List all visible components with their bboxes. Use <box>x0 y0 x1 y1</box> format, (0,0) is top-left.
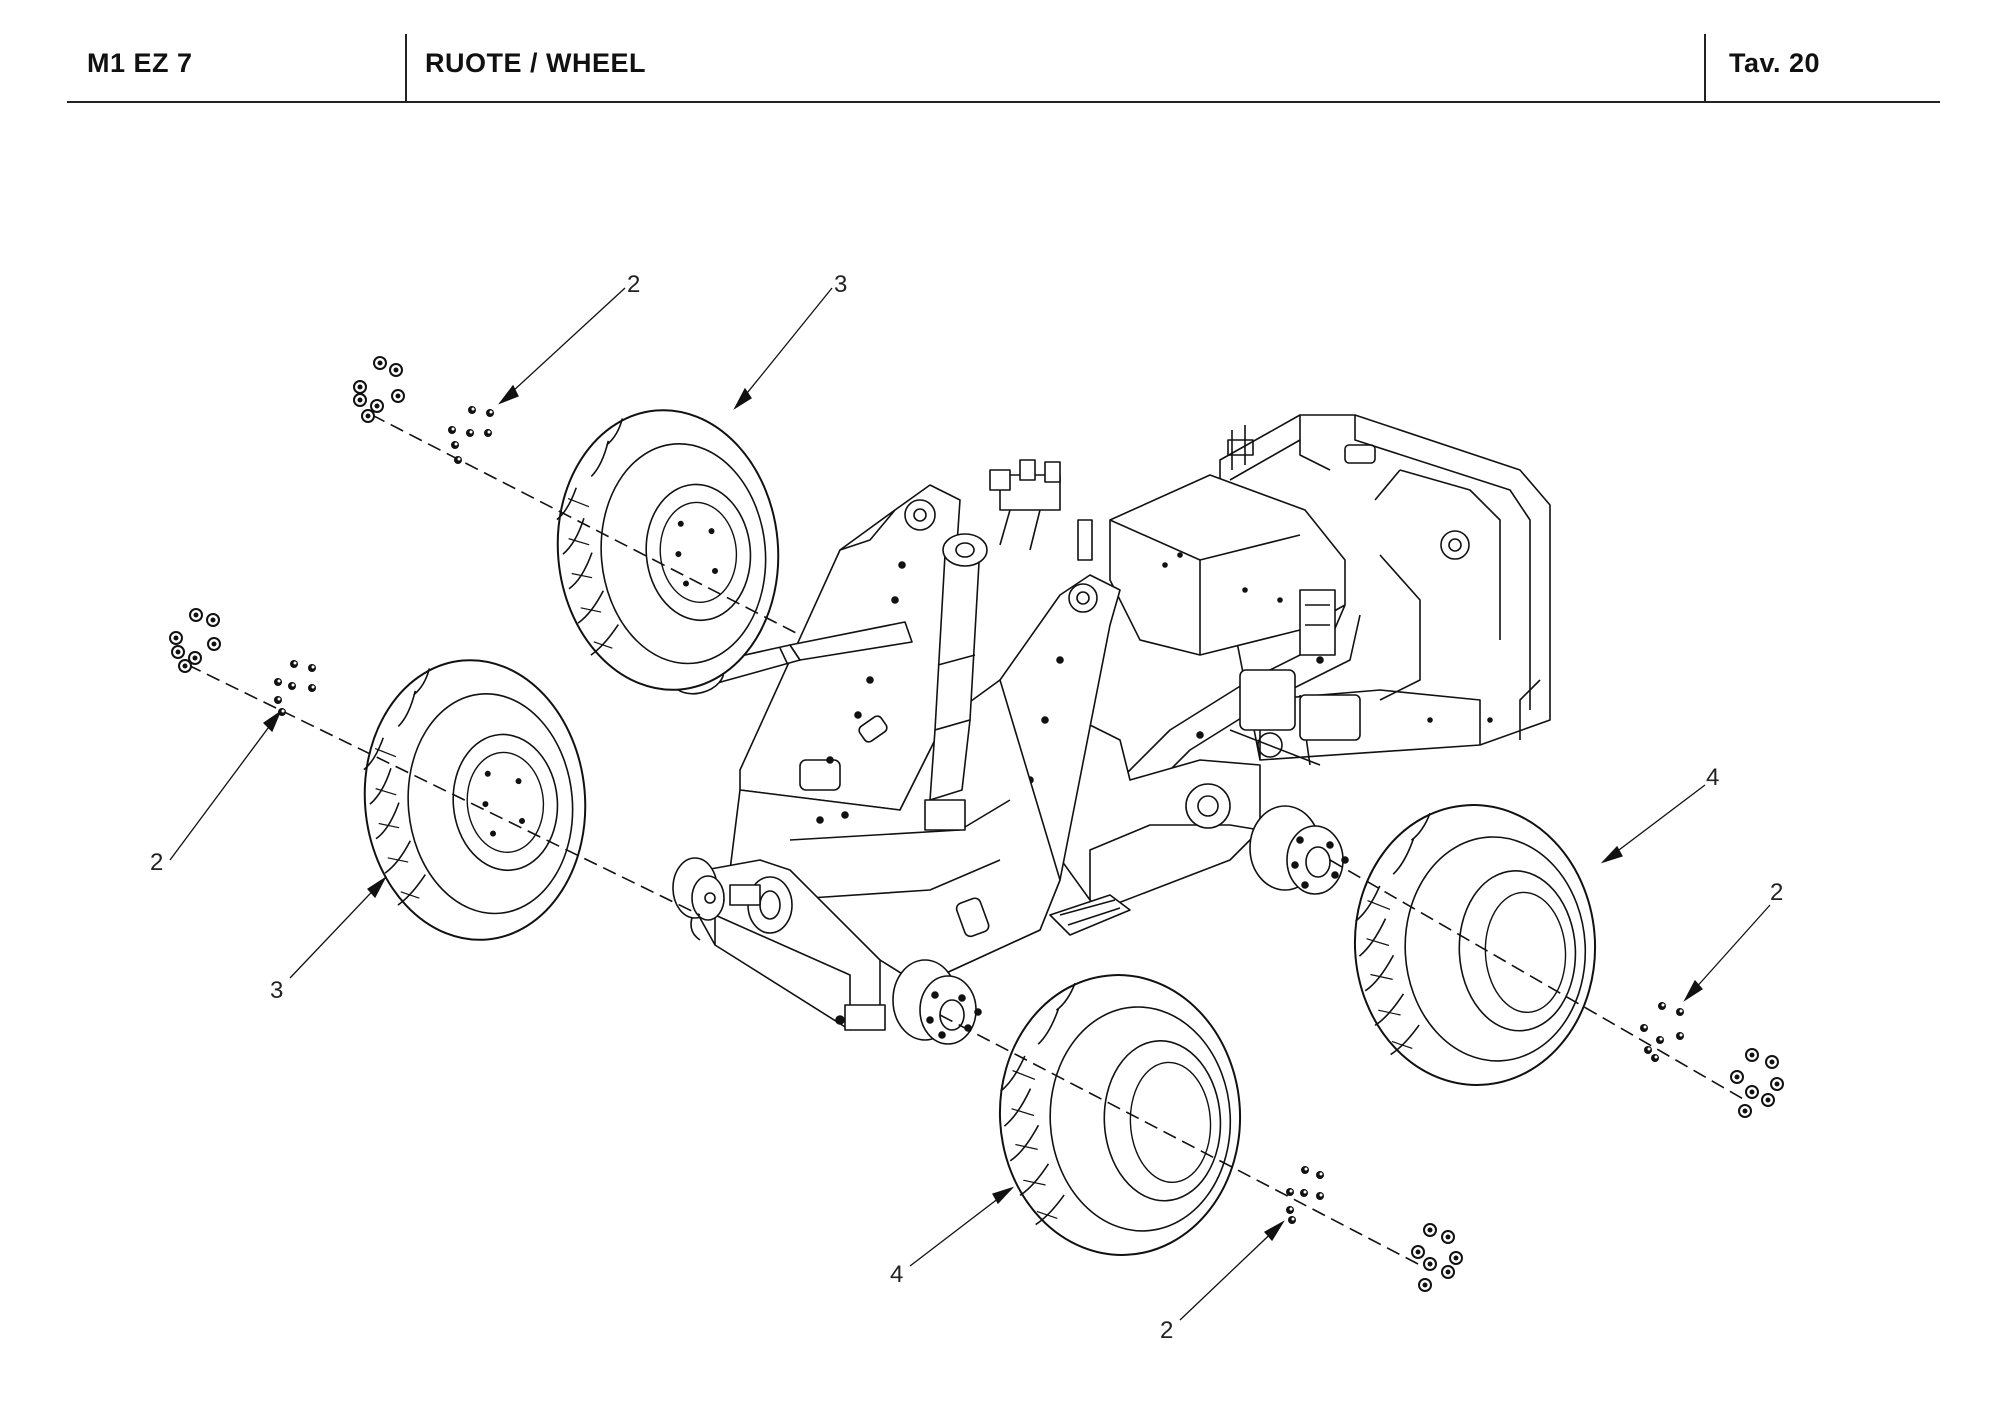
wheel-rear-left <box>556 409 780 691</box>
step-plate <box>1049 894 1131 936</box>
callout-2: 2 <box>150 849 163 876</box>
front-axle-housing <box>689 859 886 1031</box>
callout-3: 3 <box>270 977 283 1004</box>
wheel-studs-rear-right <box>1640 1002 1684 1062</box>
wheel-front-left <box>363 659 587 941</box>
header-rule <box>67 101 1940 103</box>
hydraulic-pump <box>1229 589 1361 766</box>
loader-frame <box>671 414 1551 1045</box>
fuel-tank-platform <box>1109 474 1346 656</box>
leader-lines <box>169 287 1771 1321</box>
header-separator <box>1704 34 1706 101</box>
wheel-studs-rear-left <box>448 406 494 464</box>
wheel-nuts-front-right <box>1411 1223 1463 1292</box>
wheel-nuts-rear-right <box>1730 1048 1784 1118</box>
tilt-cylinder <box>924 533 988 831</box>
wheel-rear-right <box>1353 804 1597 1086</box>
front-right-hub <box>892 959 982 1045</box>
rear-engine-cover <box>1219 414 1551 766</box>
callout-2: 2 <box>1160 1317 1173 1344</box>
assembly-axis-lines <box>187 414 1746 1266</box>
rear-right-hub <box>1249 805 1349 895</box>
callout-2: 2 <box>1770 879 1783 906</box>
page-title: RUOTE / WHEEL <box>425 48 646 78</box>
model-code: M1 EZ 7 <box>87 48 193 78</box>
wheel-nuts-front-left <box>169 608 221 673</box>
table-number: Tav. 20 <box>1729 48 1821 78</box>
callout-4: 4 <box>890 1261 903 1288</box>
wheel-studs-front-left <box>274 660 316 716</box>
callout-3: 3 <box>834 271 847 298</box>
callout-2: 2 <box>627 271 640 298</box>
wheel-studs-front-right <box>1286 1166 1324 1224</box>
front-left-hub <box>672 857 725 921</box>
callout-4: 4 <box>1706 764 1719 791</box>
header-separator <box>405 34 407 101</box>
wheel-nuts-rear-left <box>353 356 405 423</box>
control-valve-block <box>989 459 1093 561</box>
wheel-front-right <box>998 974 1242 1256</box>
